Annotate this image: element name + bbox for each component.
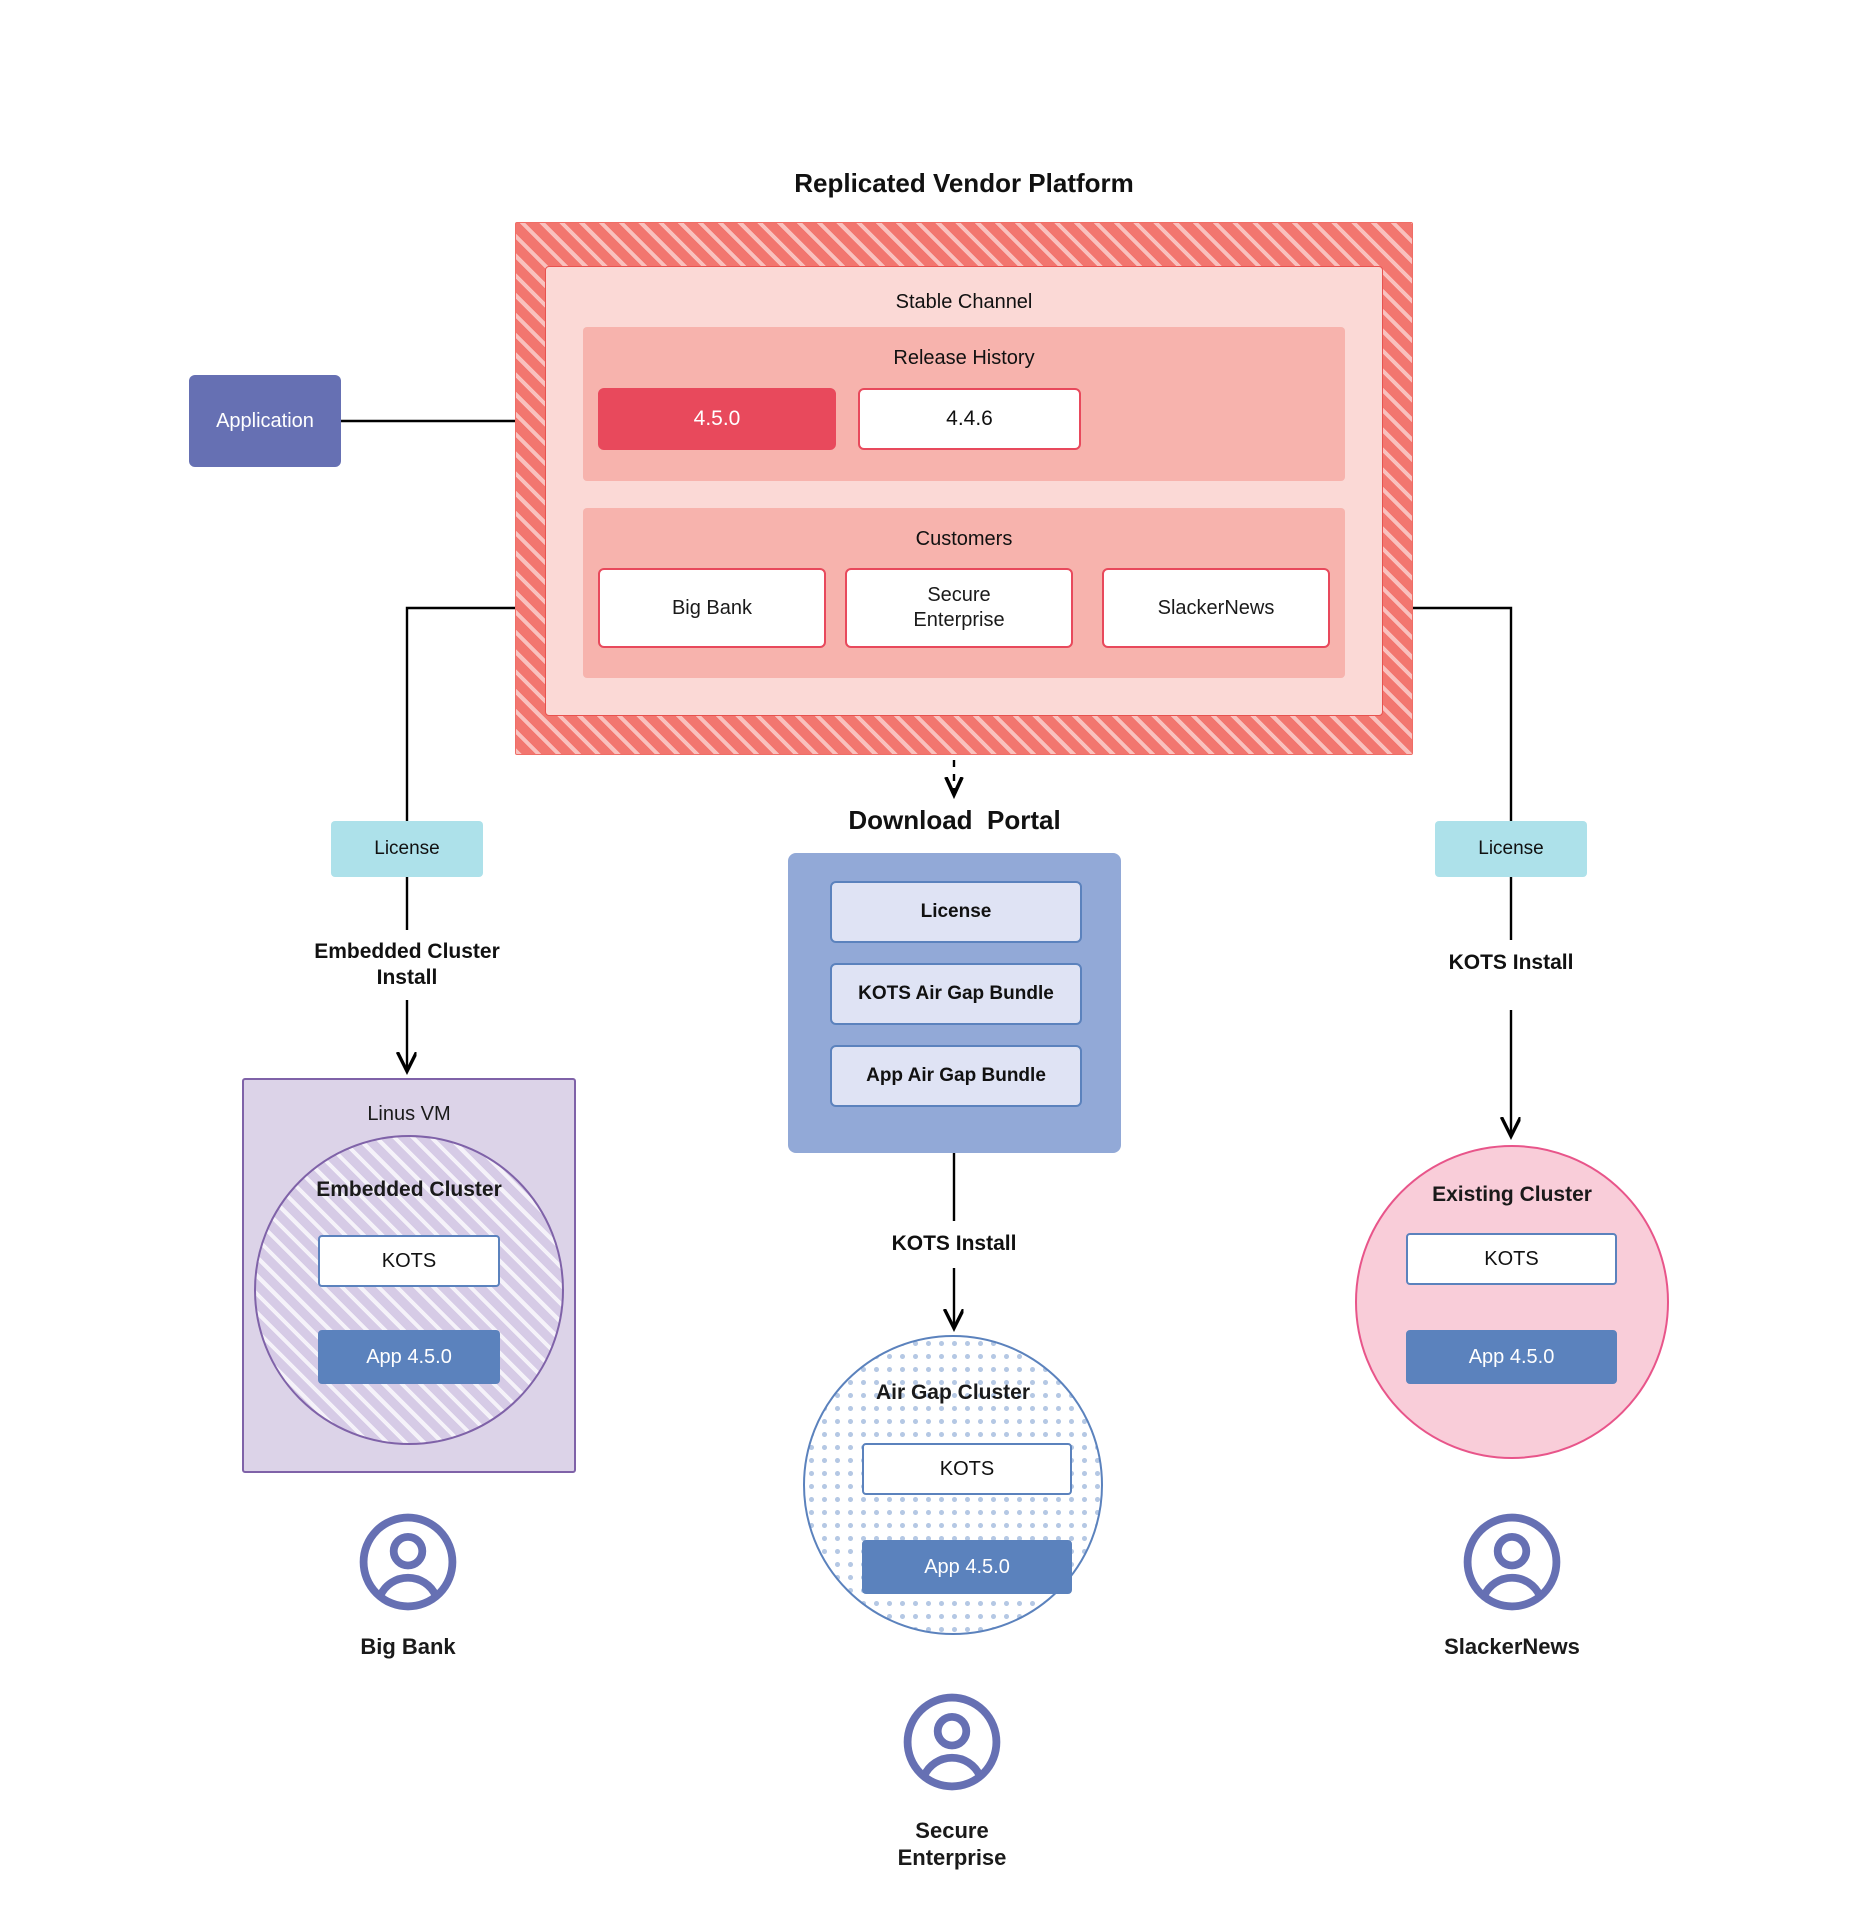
- download-portal-container: License KOTS Air Gap Bundle App Air Gap …: [788, 853, 1121, 1153]
- portal-item-kots-air-gap-bundle[interactable]: KOTS Air Gap Bundle: [830, 963, 1082, 1025]
- user-avatar-icon: [903, 1693, 1001, 1791]
- air-gap-cluster-app-box[interactable]: App 4.5.0: [862, 1540, 1072, 1594]
- avatar-big-bank: [356, 1510, 460, 1614]
- portal-item-license[interactable]: License: [830, 881, 1082, 943]
- existing-cluster-title: Existing Cluster: [1432, 1182, 1592, 1206]
- label-embedded-cluster-install: Embedded Cluster Install: [314, 939, 500, 989]
- download-portal-title: Download Portal: [848, 804, 1061, 835]
- air-gap-cluster-title: Air Gap Cluster: [875, 1380, 1031, 1404]
- page-title: Replicated Vendor Platform: [794, 167, 1134, 198]
- user-avatar-icon: [359, 1513, 457, 1611]
- release-card-current[interactable]: 4.5.0: [598, 388, 836, 450]
- customer-card-slackernews[interactable]: SlackerNews: [1102, 568, 1330, 648]
- avatar-slackernews: [1460, 1510, 1564, 1614]
- embedded-cluster-app-box[interactable]: App 4.5.0: [318, 1330, 500, 1384]
- stable-channel-title: Stable Channel: [895, 291, 1033, 313]
- release-history-title: Release History: [893, 347, 1035, 369]
- customer-card-secure-enterprise[interactable]: Secure Enterprise: [845, 568, 1073, 648]
- existing-cluster-kots-box[interactable]: KOTS: [1406, 1233, 1617, 1285]
- embedded-cluster-title: Embedded Cluster: [316, 1177, 502, 1201]
- label-kots-install-center: KOTS Install: [891, 1231, 1017, 1255]
- portal-item-app-air-gap-bundle[interactable]: App Air Gap Bundle: [830, 1045, 1082, 1107]
- release-card-previous[interactable]: 4.4.6: [858, 388, 1081, 450]
- linus-vm-title: Linus VM: [367, 1102, 451, 1125]
- embedded-cluster-kots-box[interactable]: KOTS: [318, 1235, 500, 1287]
- air-gap-cluster-kots-box[interactable]: KOTS: [862, 1443, 1072, 1495]
- existing-cluster-circle: [1355, 1145, 1669, 1459]
- avatar-secure-enterprise: [900, 1690, 1004, 1794]
- existing-cluster-app-box[interactable]: App 4.5.0: [1406, 1330, 1617, 1384]
- application-box[interactable]: Application: [189, 375, 341, 467]
- embedded-cluster-circle: [254, 1135, 564, 1445]
- user-avatar-icon: [1463, 1513, 1561, 1611]
- persona-label-slackernews: SlackerNews: [1444, 1634, 1580, 1660]
- license-chip-left[interactable]: License: [331, 821, 483, 877]
- label-kots-install-right: KOTS Install: [1448, 950, 1574, 974]
- customers-title: Customers: [915, 528, 1013, 550]
- persona-label-big-bank: Big Bank: [360, 1634, 456, 1660]
- customer-card-big-bank[interactable]: Big Bank: [598, 568, 826, 648]
- license-chip-right[interactable]: License: [1435, 821, 1587, 877]
- persona-label-secure-enterprise: Secure Enterprise: [897, 1817, 1007, 1871]
